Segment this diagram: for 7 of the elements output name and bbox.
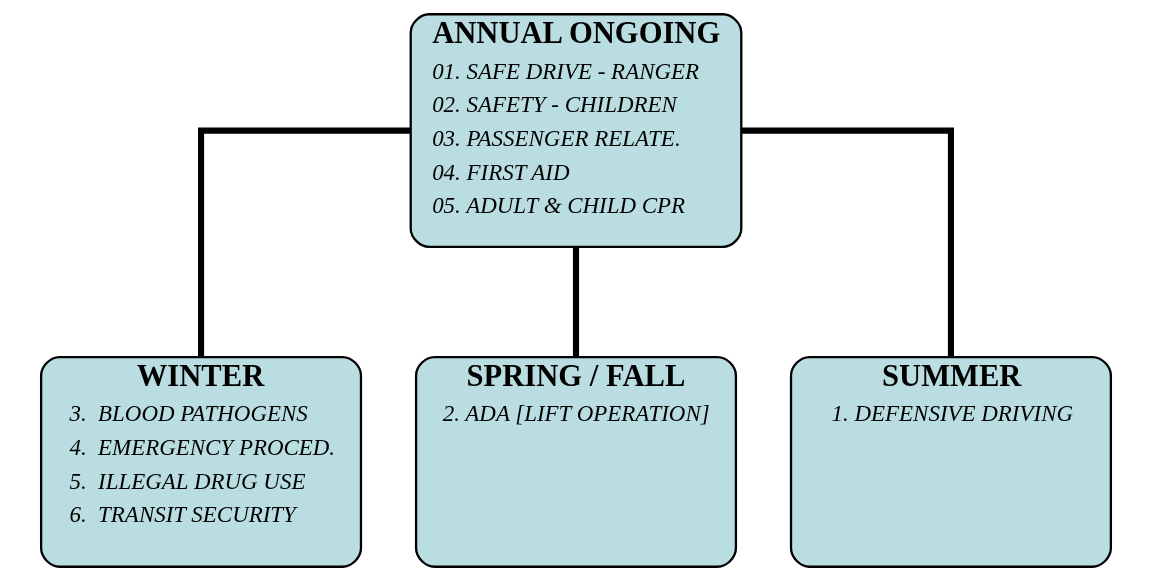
connector bbox=[198, 127, 411, 358]
connector bbox=[572, 246, 580, 357]
node-box: WINTER 3. BLOOD PATHOGENS 4. EMERGENCY PROCED. 5. ILLEGAL DRUG USE 6. TRANSIT SECURITY bbox=[39, 355, 363, 568]
node-box: ANNUAL ONGOING 01. SAFE DRIVE - RANGER 02. SAFETY - CHILDREN 03. PASSENGER RELATE. 04. FIRST AID 05. ADULT & CHILD CPR bbox=[409, 13, 743, 249]
node-box: SUMMER 1. DEFENSIVE DRIVING bbox=[789, 355, 1113, 568]
connector bbox=[741, 127, 954, 358]
node-box: SPRING / FALL 2. ADA [LIFT OPERATION] bbox=[414, 355, 738, 568]
